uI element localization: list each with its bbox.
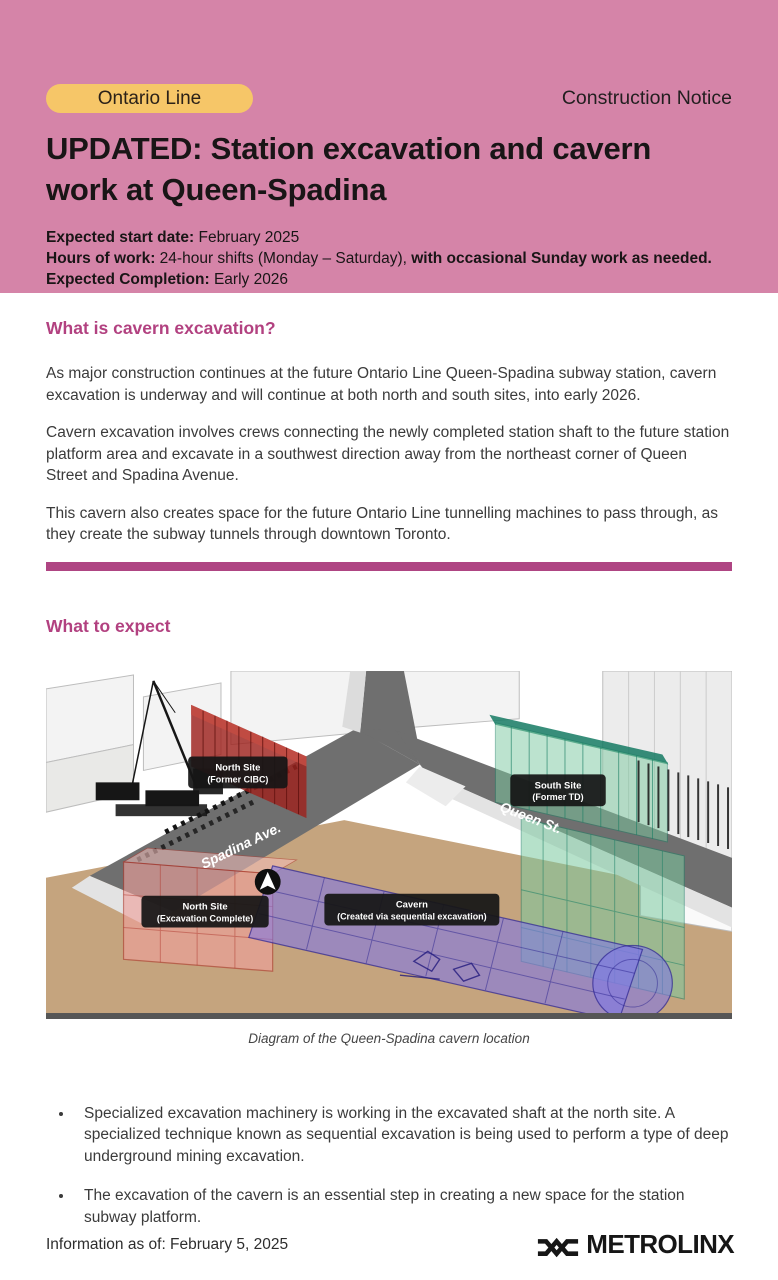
metrolinx-wordmark: METROLINX xyxy=(586,1229,734,1259)
south-site-formwork xyxy=(637,759,730,849)
paragraph-2: Cavern excavation involves crews connect… xyxy=(46,424,730,484)
diagram-label-north-site-above: North Site (Former CIBC) xyxy=(188,756,288,788)
svg-text:North Site: North Site xyxy=(215,762,260,773)
bullet-item-1: Specialized excavation machinery is work… xyxy=(74,1103,732,1168)
svg-text:(Excavation Complete): (Excavation Complete) xyxy=(157,913,253,923)
paragraph-1: As major construction continues at the f… xyxy=(46,365,717,404)
diagram-label-cavern: Cavern (Created via sequential excavatio… xyxy=(324,893,500,926)
hoarding-fence-2 xyxy=(136,797,258,862)
page-title-line2: work at Queen-Spadina xyxy=(46,172,387,207)
info-expected-completion: Expected Completion: Early 2026 xyxy=(46,271,289,288)
badge-row: Ontario Line Construction Notice xyxy=(46,84,732,113)
cavern-diagram-svg: Spadina Ave. Queen St. North Site (Forme… xyxy=(45,670,733,1022)
ontario-line-badge: Ontario Line xyxy=(46,84,253,113)
what-to-expect-bullets: Specialized excavation machinery is work… xyxy=(46,1103,732,1229)
svg-text:(Former TD): (Former TD) xyxy=(532,792,583,802)
page-title-line1: UPDATED: Station excavation and cavern xyxy=(46,131,652,166)
svg-text:South Site: South Site xyxy=(535,780,582,791)
info-hours-of-work: Hours of work: 24-hour shifts (Monday – … xyxy=(46,250,712,267)
footer-info-date: Information as of: February 5, 2025 xyxy=(46,1235,289,1253)
svg-text:Cavern: Cavern xyxy=(396,899,428,910)
header-info-block: Expected start date: February 2025 Hours… xyxy=(46,227,732,290)
body-content: What is cavern excavation? As major cons… xyxy=(0,317,778,1228)
page-title: UPDATED: Station excavation and cavern w… xyxy=(46,128,732,210)
notice-type-label: Construction Notice xyxy=(561,87,732,109)
svg-text:North Site: North Site xyxy=(183,901,228,912)
diagram-label-south-site-above: South Site (Former TD) xyxy=(510,773,606,806)
cavern-machinery xyxy=(399,950,481,982)
metrolinx-logo: METROLINX xyxy=(537,1229,735,1260)
svg-text:(Created via sequential excava: (Created via sequential excavation) xyxy=(337,911,487,921)
bullet-item-2: The excavation of the cavern is an essen… xyxy=(74,1185,732,1228)
pink-divider xyxy=(46,561,732,571)
svg-text:(Former CIBC): (Former CIBC) xyxy=(207,774,268,784)
hoarding-fence xyxy=(164,763,298,834)
diagram-caption: Diagram of the Queen-Spadina cavern loca… xyxy=(248,1030,530,1046)
north-arrow-icon xyxy=(254,868,281,895)
header-band: Ontario Line Construction Notice UPDATED… xyxy=(0,0,778,293)
metrolinx-logo-icon xyxy=(538,1237,579,1257)
section-heading-cavern: What is cavern excavation? xyxy=(46,318,276,338)
section-heading-expect: What to expect xyxy=(46,615,171,636)
diagram-bottom-edge xyxy=(46,1012,732,1019)
paragraph-3: This cavern also creates space for the f… xyxy=(46,504,719,544)
cavern-diagram: Spadina Ave. Queen St. North Site (Forme… xyxy=(45,670,733,1022)
diagram-label-north-site-below: North Site (Excavation Complete) xyxy=(141,895,269,928)
footer: Information as of: February 5, 2025 METR… xyxy=(46,1229,735,1260)
info-expected-start: Expected start date: February 2025 xyxy=(46,229,300,246)
